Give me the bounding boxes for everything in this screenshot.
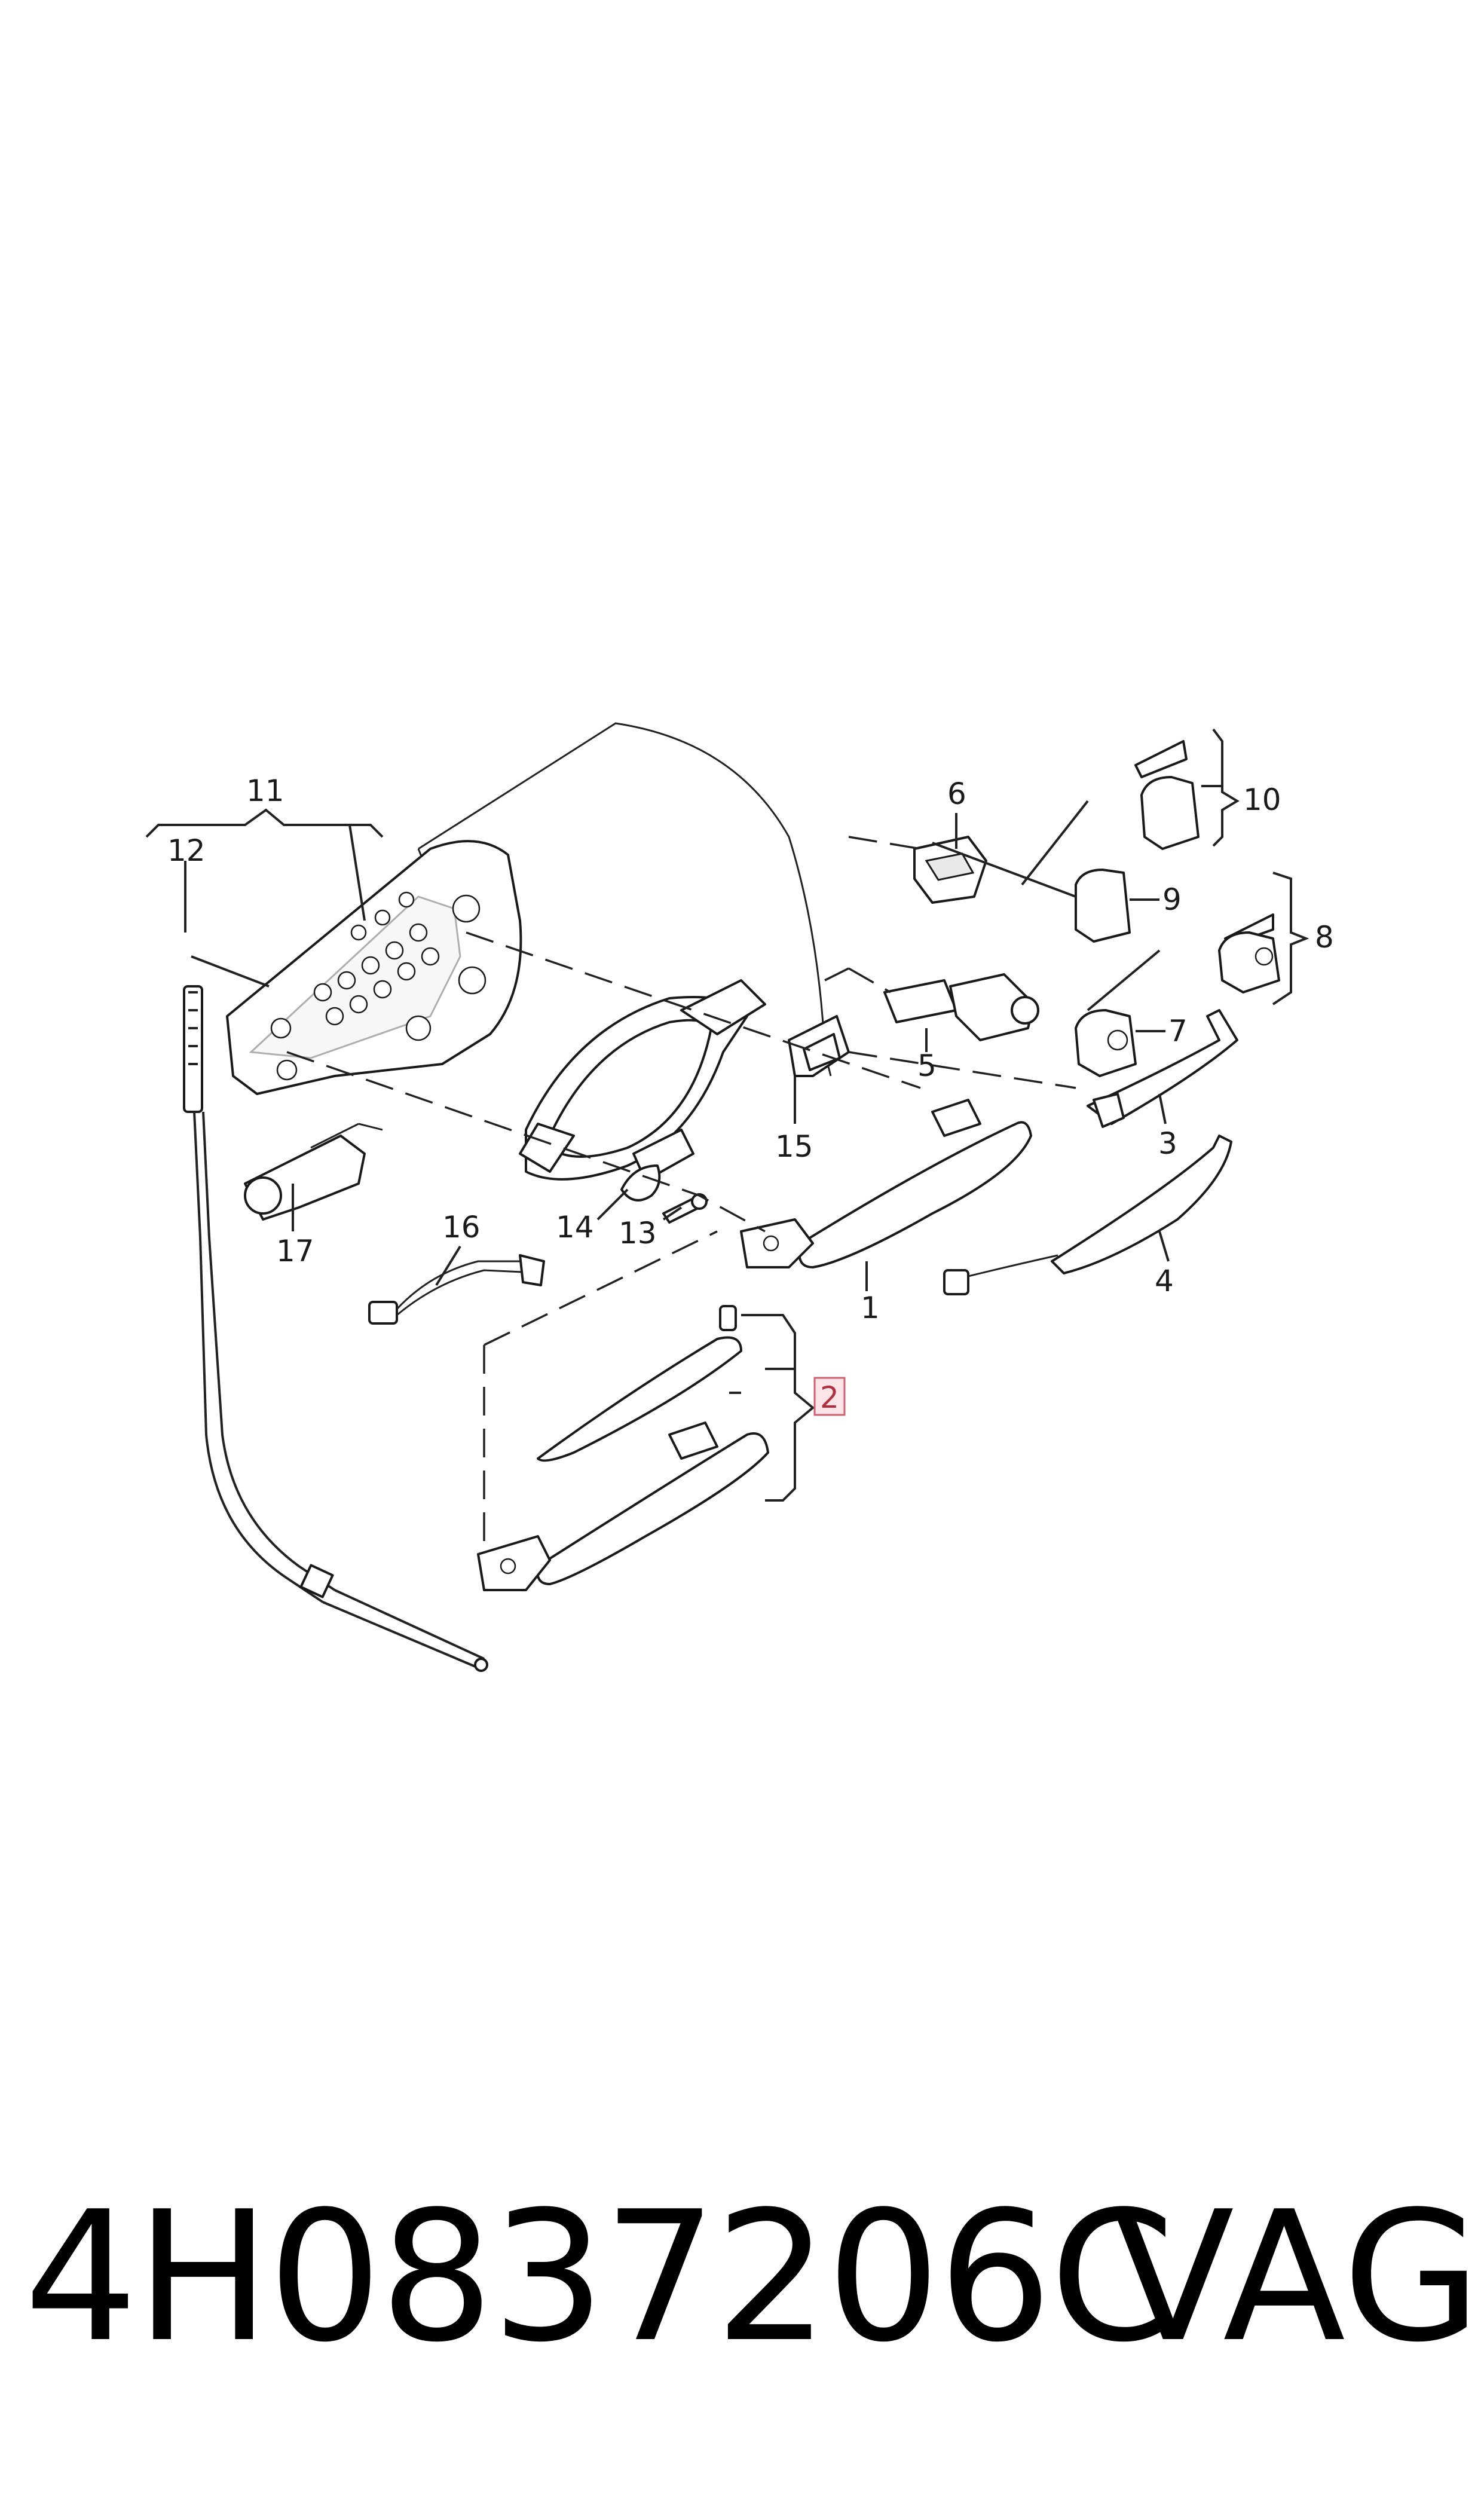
end-cap-9 xyxy=(1075,869,1131,943)
end-cap-7 xyxy=(1075,1009,1137,1077)
footer: 4H0837206C VAG xyxy=(0,2164,1484,2391)
callout-6: 6 xyxy=(947,776,966,811)
sensor-cable-16 xyxy=(368,1254,545,1325)
brand-label: VAG xyxy=(1112,2173,1482,2382)
leader-lines xyxy=(145,728,1309,1502)
callout-15: 15 xyxy=(775,1129,813,1164)
end-cap-10 xyxy=(1134,740,1200,850)
connector-17 xyxy=(244,1123,383,1221)
callout-2: 2 xyxy=(820,1380,839,1415)
end-cap-8 xyxy=(1218,913,1280,993)
callout-3: 3 xyxy=(1158,1126,1177,1161)
callout-12: 12 xyxy=(167,833,206,868)
cover-bracket xyxy=(788,1015,850,1077)
callout-7: 7 xyxy=(1168,1014,1188,1048)
part-number: 4H0837206C xyxy=(24,2173,1175,2382)
bowden-cable xyxy=(183,985,488,1672)
callout-labels: 1 2 3 4 5 6 7 8 9 10 11 12 13 14 15 16 1… xyxy=(167,774,1334,1415)
handle-carrier-bracket xyxy=(226,840,522,1095)
callout-8: 8 xyxy=(1315,920,1334,955)
door-handle-recess-trim xyxy=(519,979,766,1182)
trim-strip-3 xyxy=(1087,1009,1238,1128)
lock-housing-6 xyxy=(913,836,987,904)
callout-16: 16 xyxy=(442,1210,481,1245)
callout-9: 9 xyxy=(1162,882,1182,917)
highlight-box xyxy=(813,1377,846,1416)
callout-13: 13 xyxy=(619,1216,657,1251)
callout-10: 10 xyxy=(1243,782,1281,817)
callout-14: 14 xyxy=(556,1210,594,1245)
callout-11: 11 xyxy=(246,774,284,808)
handle-1 xyxy=(740,1099,1032,1268)
callout-4: 4 xyxy=(1155,1264,1174,1298)
callout-17: 17 xyxy=(276,1234,314,1268)
dashed-assembly-lines xyxy=(286,836,1076,1542)
bracket-holes xyxy=(270,891,486,1081)
lock-cylinder-5 xyxy=(883,973,1039,1041)
callout-5: 5 xyxy=(917,1048,937,1083)
handle-2 xyxy=(477,1305,769,1591)
screw-13 xyxy=(662,1193,708,1224)
trim-strip-4 xyxy=(943,1135,1232,1295)
callout-1: 1 xyxy=(861,1291,880,1325)
